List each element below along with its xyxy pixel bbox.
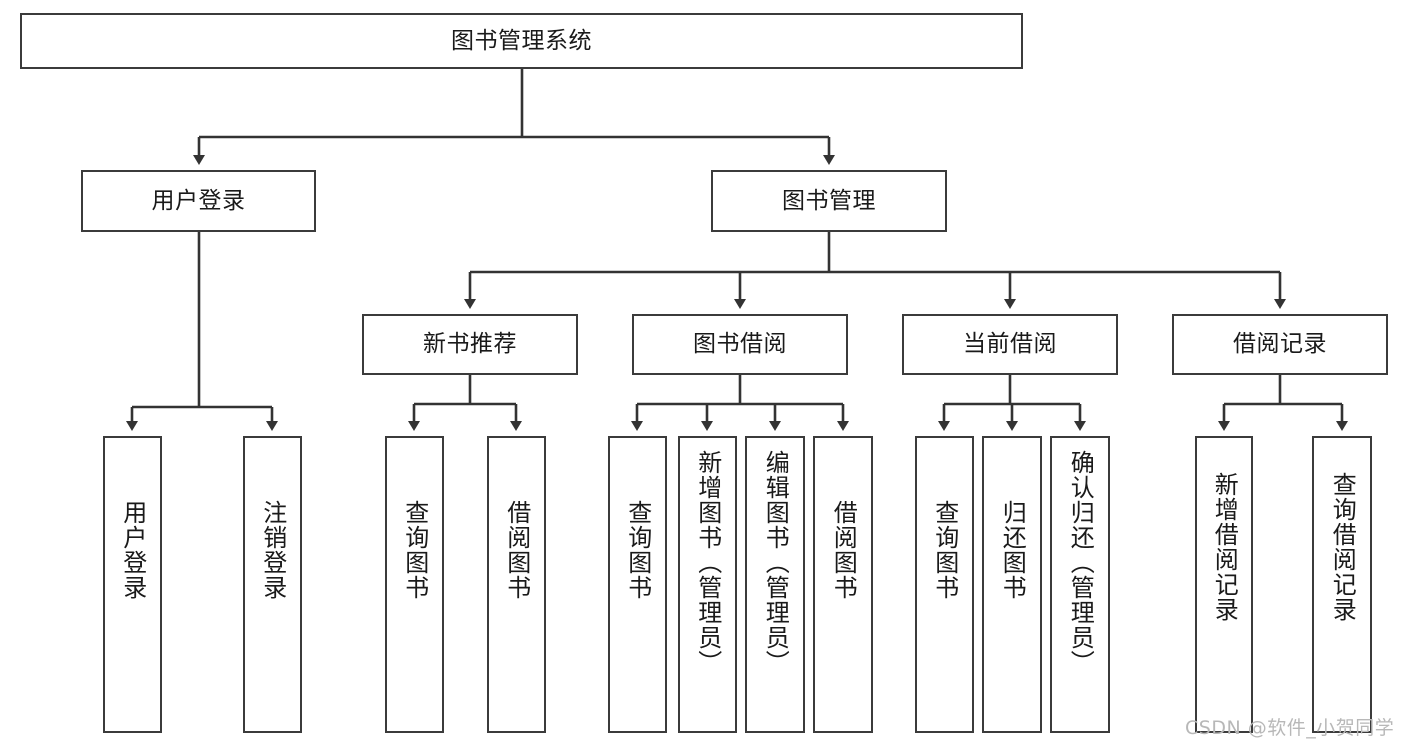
node-leaf-confirm-return[interactable]: 确认归还（管理员）	[1050, 436, 1110, 733]
node-leaf-borrow-book-1[interactable]: 借阅图书	[487, 436, 546, 733]
node-leaf-return-book[interactable]: 归还图书	[982, 436, 1042, 733]
node-book-management[interactable]: 图书管理	[711, 170, 947, 232]
node-leaf-query-book-2[interactable]: 查询图书	[608, 436, 667, 733]
node-borrow-record-label: 借阅记录	[1233, 331, 1327, 358]
node-leaf-edit-book-label: 编辑图书（管理员）	[761, 450, 790, 675]
node-leaf-query-book-3[interactable]: 查询图书	[915, 436, 974, 733]
node-user-login[interactable]: 用户登录	[81, 170, 316, 232]
node-book-management-label: 图书管理	[782, 187, 876, 214]
node-leaf-query-book-1-label: 查询图书	[400, 500, 429, 600]
node-book-borrow[interactable]: 图书借阅	[632, 314, 848, 375]
node-leaf-user-login-label: 用户登录	[118, 500, 147, 600]
node-leaf-confirm-return-label: 确认归还（管理员）	[1066, 450, 1095, 675]
node-current-borrow[interactable]: 当前借阅	[902, 314, 1118, 375]
node-current-borrow-label: 当前借阅	[963, 331, 1057, 358]
node-leaf-return-book-label: 归还图书	[998, 500, 1027, 600]
node-leaf-logout-label: 注销登录	[258, 500, 287, 600]
node-leaf-borrow-book-2[interactable]: 借阅图书	[813, 436, 873, 733]
node-root[interactable]: 图书管理系统	[20, 13, 1023, 69]
node-leaf-query-record-label: 查询借阅记录	[1328, 472, 1357, 622]
node-new-book-recommend[interactable]: 新书推荐	[362, 314, 578, 375]
node-leaf-query-book-3-label: 查询图书	[930, 500, 959, 600]
node-leaf-add-book[interactable]: 新增图书（管理员）	[678, 436, 737, 733]
node-leaf-edit-book[interactable]: 编辑图书（管理员）	[745, 436, 805, 733]
node-leaf-query-book-1[interactable]: 查询图书	[385, 436, 444, 733]
node-leaf-query-record[interactable]: 查询借阅记录	[1312, 436, 1372, 733]
node-leaf-add-record-label: 新增借阅记录	[1210, 472, 1239, 622]
node-leaf-logout[interactable]: 注销登录	[243, 436, 302, 733]
node-leaf-borrow-book-1-label: 借阅图书	[502, 500, 531, 600]
node-new-book-recommend-label: 新书推荐	[423, 331, 517, 358]
node-leaf-borrow-book-2-label: 借阅图书	[829, 500, 858, 600]
node-user-login-label: 用户登录	[151, 187, 246, 214]
node-leaf-add-book-label: 新增图书（管理员）	[693, 450, 722, 675]
node-leaf-user-login[interactable]: 用户登录	[103, 436, 162, 733]
node-root-label: 图书管理系统	[451, 27, 592, 54]
node-leaf-query-book-2-label: 查询图书	[623, 500, 652, 600]
node-leaf-add-record[interactable]: 新增借阅记录	[1195, 436, 1253, 733]
node-borrow-record[interactable]: 借阅记录	[1172, 314, 1388, 375]
node-book-borrow-label: 图书借阅	[693, 331, 787, 358]
watermark-text: CSDN @软件_小贺同学	[1185, 717, 1395, 739]
